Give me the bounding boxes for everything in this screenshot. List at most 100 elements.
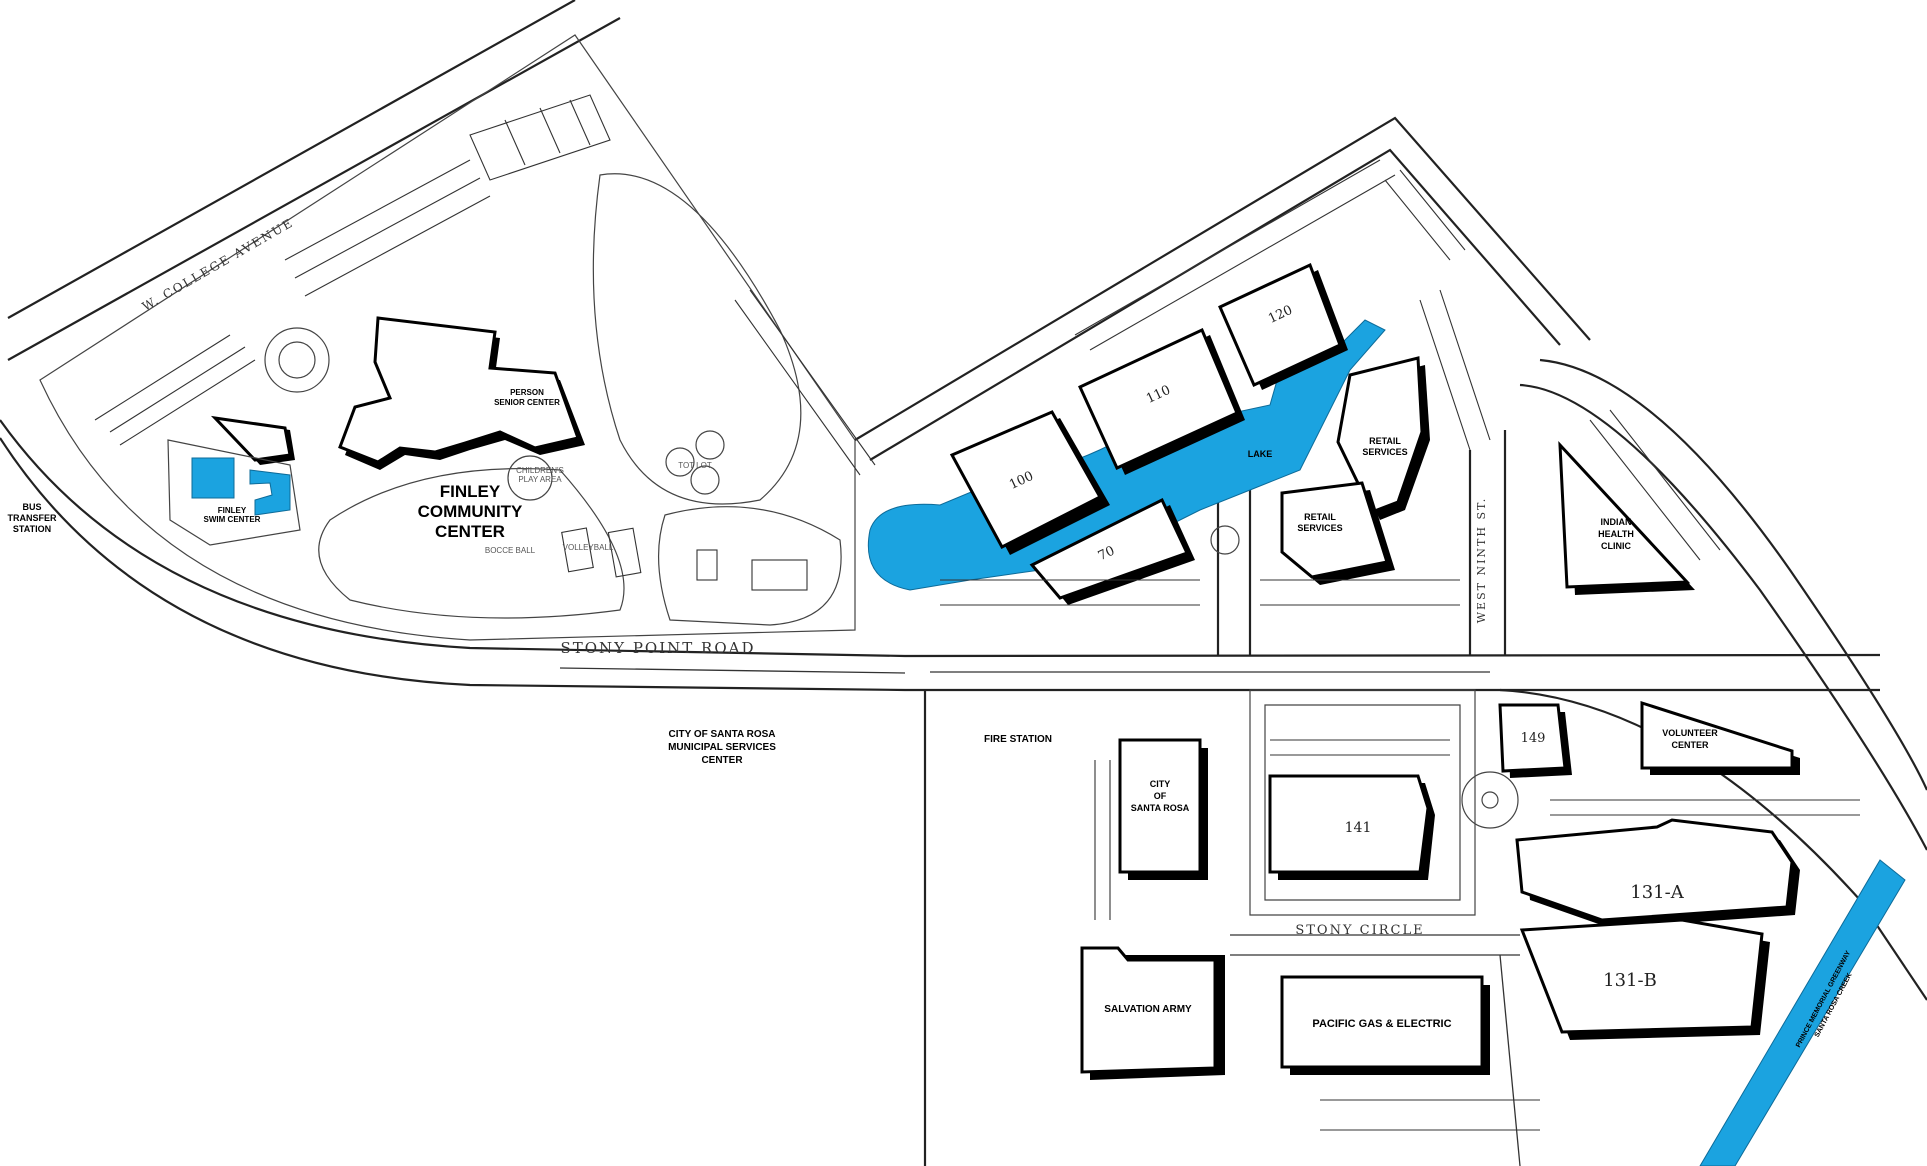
finley-label-1: FINLEY [440,482,501,501]
building-149 [1498,703,1567,773]
tot-lot-circle-3 [690,465,720,495]
buildings-north [949,262,1695,605]
parking-lot-college [94,159,491,446]
building-141 [1268,774,1430,874]
pge-label: PACIFIC GAS & ELECTRIC [1312,1018,1451,1030]
building-70-label: 70 [1096,544,1117,565]
building-131b-label: 131-B [1603,970,1657,991]
building-131-a [1515,818,1794,922]
sport-courts [507,430,808,591]
swim-label-2: SWIM CENTER [204,515,261,524]
south-lower-road [1230,934,1521,1166]
south-area [1080,689,1906,1166]
tot-lot-circle-2 [695,430,725,460]
roundabout-south [1461,771,1519,829]
stony-circle-loop [1249,689,1476,916]
roundabout-west [278,341,316,379]
children-label-2: PLAY AREA [518,475,562,484]
indian-label-3: CLINIC [1601,541,1631,551]
finley-label-2: COMMUNITY [418,502,523,521]
retail-services-b [1280,481,1389,579]
volleyball-court-2 [607,527,642,578]
parking-row-diag [1074,159,1466,351]
volunteer-center-building [1640,700,1794,770]
parking-lot-east-park [734,289,876,476]
building-100 [949,410,1103,550]
parking-row-1 [940,579,1460,606]
stony-point-road-south [0,437,1880,692]
pge-building [1280,975,1484,1069]
building-141-label: 141 [1345,820,1372,836]
bus-label-1: BUS [22,502,41,512]
building-70 [1029,497,1190,600]
santa-rosa-creek [1699,859,1906,1166]
roundabout-south-inner [1481,791,1499,809]
w-college-avenue-road-inner [7,17,621,361]
swim-center [167,415,301,546]
salvation-army-label: SALVATION ARMY [1104,1004,1192,1015]
building-149-label: 149 [1521,731,1546,746]
basketball-court [751,559,808,591]
west-ninth-street-outer [1539,358,1927,791]
northeast-boundary-inner [869,148,1561,461]
finley-park [39,34,876,641]
building-131-b [1519,918,1764,1034]
parking-north [940,159,1721,606]
stony-point-road-label: STONY POINT ROAD [560,639,755,657]
park-boundary [39,34,856,641]
labels: FINLEY COMMUNITY CENTER PERSON SENIOR CE… [8,215,1854,1049]
building-131a-label: 131-A [1630,882,1684,903]
indian-label-2: HEALTH [1598,529,1634,539]
swim-label-1: FINLEY [218,506,247,515]
swim-center-building [210,415,292,462]
roundabout-west-outer [264,327,330,393]
roundabout-center [1210,525,1240,555]
volleyball-court-1 [561,527,594,573]
finley-label-3: CENTER [435,522,505,541]
swim-center-fence [167,439,301,546]
bus-label-2: TRANSFER [8,513,57,523]
salvation-army-building [1080,946,1217,1074]
building-110 [1078,327,1239,470]
park-north-loop [592,173,802,505]
volunteer-label-1: VOLUNTEER [1662,728,1718,738]
city-muni-label-1: CITY OF SANTA ROSA [668,729,775,740]
swim-pool [191,457,235,499]
city-sr-label-3: SANTA ROSA [1131,803,1190,813]
bocce-label: BOCCE BALL [485,546,536,555]
retail-b-label-2: SERVICES [1297,523,1342,533]
retail-a-label-1: RETAIL [1369,436,1401,446]
volunteer-label-2: CENTER [1671,740,1709,750]
building-120 [1218,262,1342,388]
ninth-st-vertical [1468,430,1507,655]
swim-pool-curve [249,469,291,516]
indian-label-1: INDIAN [1601,517,1632,527]
retail-a-label-2: SERVICES [1362,447,1407,457]
lake-label: LAKE [1248,449,1273,459]
tot-lot-label: TOT LOT [678,461,712,470]
bus-label-3: STATION [13,524,51,534]
tot-lot-circle-1 [665,447,695,477]
west-ninth-label: WEST NINTH ST. [1475,497,1488,623]
park-east-loop [657,506,842,626]
city-sr-label-1: CITY [1150,779,1171,789]
stony-point-median [559,667,1490,674]
fire-station-label: FIRE STATION [984,734,1052,745]
children-label-1: CHILDREN'S [516,466,564,475]
stony-point-road [0,419,1881,658]
city-muni-label-3: CENTER [701,755,743,766]
person-senior-label-2: SENIOR CENTER [494,398,560,407]
w-college-avenue-road [7,0,576,319]
court-small [696,549,718,581]
person-senior-label-1: PERSON [510,388,544,397]
park-inner-loop [318,467,625,619]
stony-circle-label: STONY CIRCLE [1295,923,1424,938]
tennis-courts [469,94,611,181]
west-ninth-street [1519,383,1927,851]
city-of-santa-rosa-building [1118,738,1202,874]
parking-east [1419,289,1721,561]
retail-services-a [1336,356,1424,514]
parking-south-rows [1094,739,1860,1131]
